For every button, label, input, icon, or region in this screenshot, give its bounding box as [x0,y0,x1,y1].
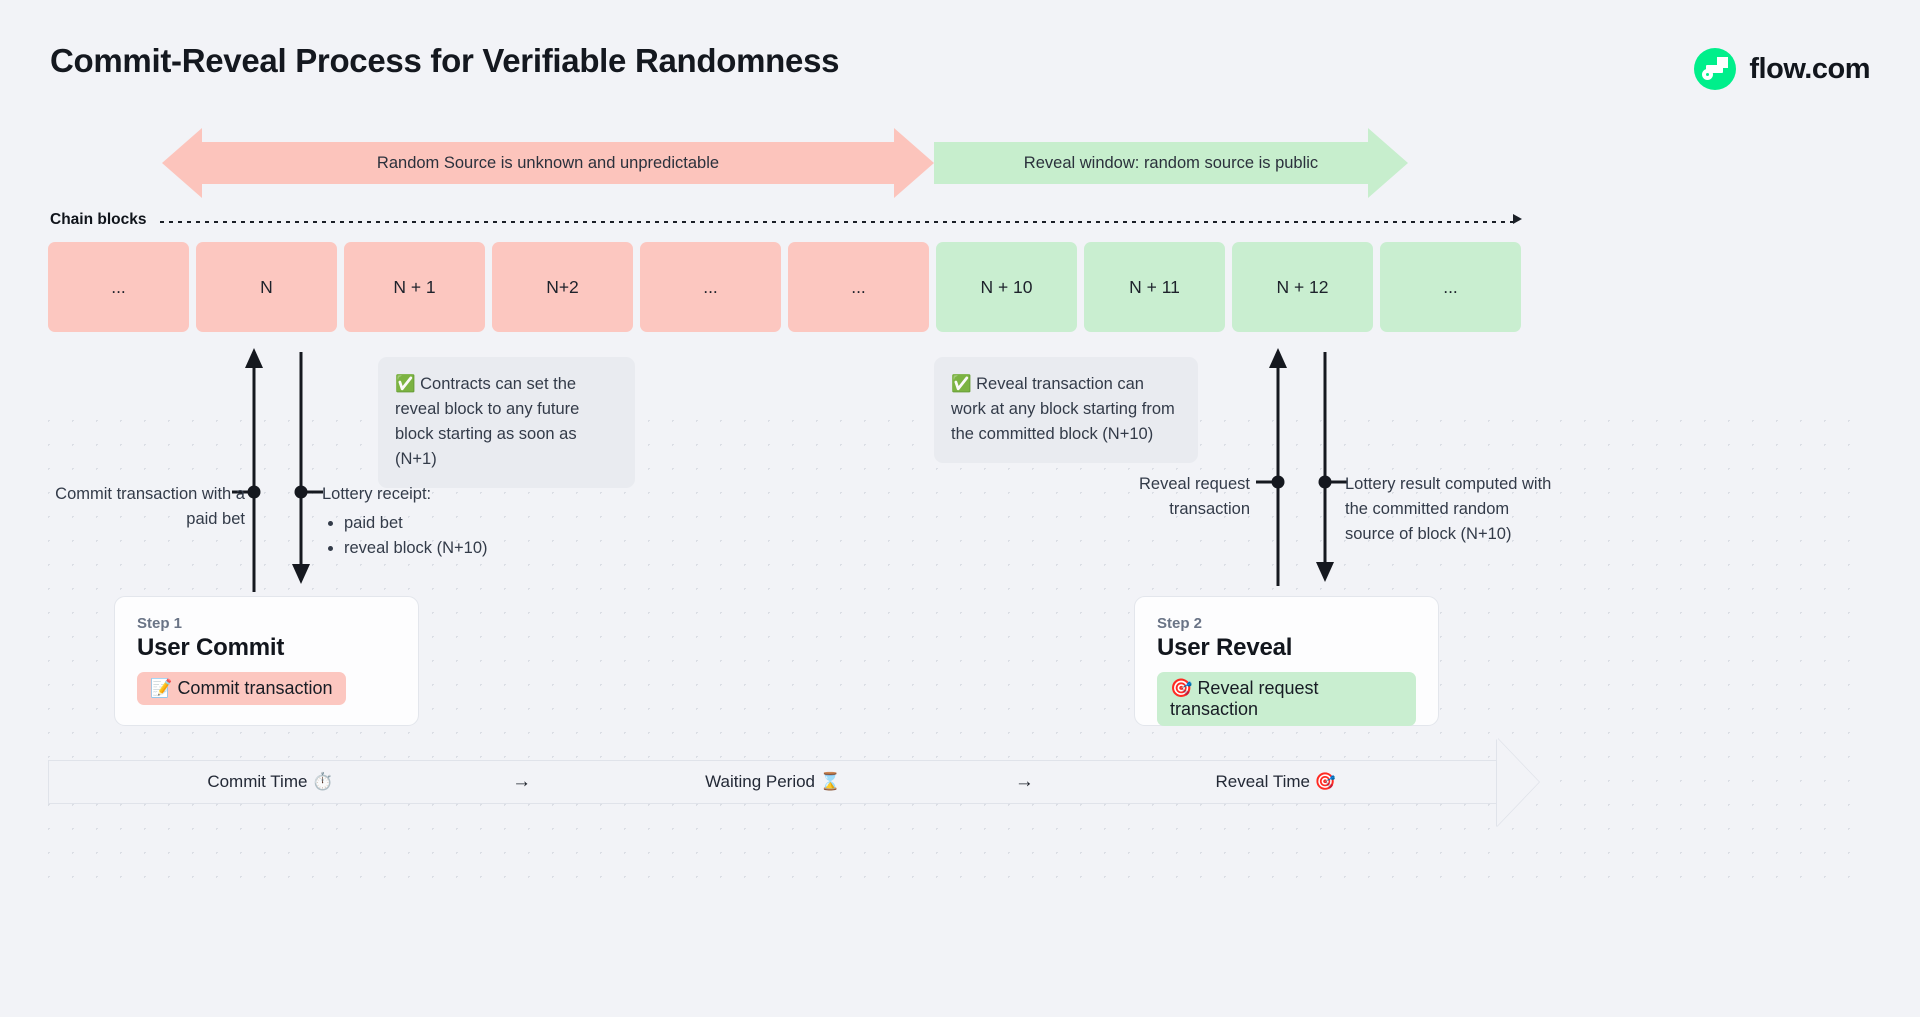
page-title: Commit-Reveal Process for Verifiable Ran… [50,42,840,79]
bullseye-icon: 🎯 [1170,678,1193,698]
chain-block[interactable]: ... [788,242,929,332]
chain-block[interactable]: N + 1 [344,242,485,332]
list-item: paid bet [344,511,582,536]
step-kicker: Step 2 [1157,615,1203,632]
timeline-cell-commit-time: Commit Time ⏱️ [207,772,334,791]
annotation-reveal-request: Reveal request transaction [1139,475,1250,518]
timeline-arrowhead-icon [1497,738,1539,826]
timeline-arrow-icon: → [1014,771,1034,792]
timeline-cell-reveal-time: Reveal Time 🎯 [1215,772,1336,791]
chain-block[interactable]: N+2 [492,242,633,332]
step-card-user-commit[interactable]: Step 1 User Commit 📝 Commit transaction [114,596,419,726]
timeline-arrow-icon: → [512,771,532,792]
chain-line-arrowhead-icon [1513,214,1522,224]
timeline-bar: Commit Time ⏱️ → Waiting Period ⌛ → Reve… [48,760,1498,804]
phase-unpredictable-arrow: Random Source is unknown and unpredictab… [162,128,934,198]
annotation-lottery-receipt-list: paid bet reveal block (N+10) [322,511,582,561]
annotation-lottery-receipt-title: Lottery receipt: [322,485,432,503]
callout-commit-text: Contracts can set the reveal block to an… [395,375,580,469]
memo-icon: 📝 [150,678,173,698]
brand-logo: flow.com [1694,48,1870,90]
chain-dotted-line [160,221,1518,223]
check-mark-icon: ✅ [951,375,972,393]
chain-block[interactable]: ... [48,242,189,332]
list-item: reveal block (N+10) [344,536,582,561]
chain-block[interactable]: N + 12 [1232,242,1373,332]
phase-unpredictable-label: Random Source is unknown and unpredictab… [376,153,720,172]
phase-reveal-window-label: Reveal window: random source is public [1023,153,1319,172]
step-pill-reveal-request-transaction[interactable]: 🎯 Reveal request transaction [1157,672,1416,726]
step-kicker: Step 1 [137,615,183,632]
chain-block[interactable]: N + 10 [936,242,1077,332]
step-card-user-reveal[interactable]: Step 2 User Reveal 🎯 Reveal request tran… [1134,596,1439,726]
chain-block[interactable]: ... [1380,242,1521,332]
chain-block[interactable]: ... [640,242,781,332]
step-title: User Reveal [1157,634,1293,661]
phase-arrow-row: Random Source is unknown and unpredictab… [0,128,1920,198]
chain-blocks-row: ... N N + 1 N+2 ... ... N + 10 N + 11 N … [48,242,1521,332]
chain-block[interactable]: N [196,242,337,332]
phase-reveal-window-arrow: Reveal window: random source is public [934,128,1408,198]
annotation-commit-transaction: Commit transaction with a paid bet [55,485,245,528]
check-mark-icon: ✅ [395,375,416,393]
step-pill-label: Reveal request transaction [1170,678,1319,719]
chain-blocks-label: Chain blocks [50,211,147,228]
step-pill-label: Commit transaction [177,678,333,698]
flow-logo-icon [1694,48,1737,90]
annotation-lottery-result: Lottery result computed with the committ… [1345,475,1552,543]
brand-name: flow.com [1749,52,1870,85]
step-title: User Commit [137,634,285,661]
chain-block[interactable]: N + 11 [1084,242,1225,332]
callout-reveal-text: Reveal transaction can work at any block… [951,375,1175,444]
annotation-lottery-receipt: Lottery receipt: paid bet reveal block (… [322,482,582,560]
callout-reveal-window: ✅ Reveal transaction can work at any blo… [934,357,1198,464]
callout-commit-window: ✅ Contracts can set the reveal block to … [378,357,635,489]
timeline-cell-waiting-period: Waiting Period ⌛ [705,772,841,791]
step-pill-commit-transaction[interactable]: 📝 Commit transaction [137,672,346,705]
